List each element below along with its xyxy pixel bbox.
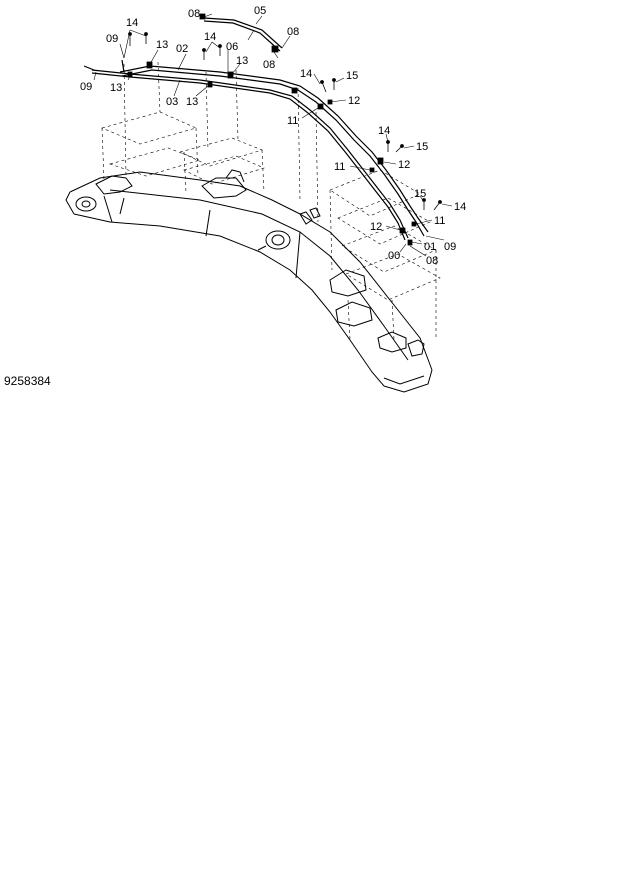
label-05: 05 — [254, 5, 266, 17]
explode-guides — [101, 61, 441, 341]
label-15-mid: 15 — [416, 141, 428, 153]
boom-body — [65, 169, 433, 393]
label-09-left: 09 — [106, 33, 118, 45]
bolts — [128, 32, 442, 211]
leader-lines — [93, 13, 453, 257]
label-09-far-left: 09 — [80, 81, 92, 93]
label-00: 00 — [388, 250, 400, 262]
label-12-low: 12 — [370, 221, 382, 233]
label-14-mid: 14 — [204, 31, 216, 43]
label-14-right-top: 14 — [300, 68, 312, 80]
label-14-right-mid: 14 — [378, 125, 390, 137]
label-01: 01 — [424, 241, 436, 253]
label-11-top: 11 — [287, 115, 298, 127]
label-08-low: 08 — [426, 255, 438, 267]
part-labels: 08 05 08 08 14 09 13 02 14 06 13 09 13 0… — [80, 5, 466, 267]
label-06: 06 — [226, 41, 238, 53]
label-11-mid: 11 — [334, 161, 345, 173]
label-13-left: 13 — [156, 39, 168, 51]
label-08-right: 08 — [287, 26, 299, 38]
label-14-low: 14 — [454, 201, 466, 213]
label-12-mid: 12 — [398, 159, 410, 171]
label-13-lower-mid: 13 — [186, 96, 198, 108]
clamps — [127, 13, 417, 246]
label-15-top: 15 — [346, 70, 358, 82]
label-13-lower-left: 13 — [110, 82, 122, 94]
label-13-mid: 13 — [236, 55, 248, 67]
label-03: 03 — [166, 96, 178, 108]
label-08-top: 08 — [188, 8, 200, 20]
drawing-number: 9258384 — [4, 374, 51, 388]
label-08-lower: 08 — [263, 59, 275, 71]
label-11-low: 11 — [434, 215, 445, 227]
label-09-low: 09 — [444, 241, 456, 253]
label-02: 02 — [176, 43, 188, 55]
hose-lines — [83, 17, 429, 241]
label-14-left: 14 — [126, 17, 138, 29]
label-15-low: 15 — [414, 188, 426, 200]
label-12-top: 12 — [348, 95, 360, 107]
